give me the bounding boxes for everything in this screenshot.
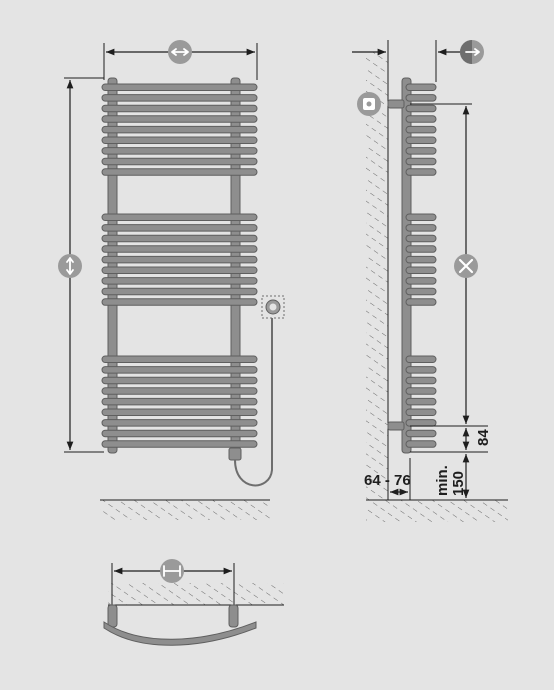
right-collector-tube	[230, 77, 241, 454]
bracket-spacing-x-icon	[454, 254, 478, 278]
lower-wall-bracket	[387, 421, 405, 431]
width-arrows-icon	[168, 40, 192, 64]
right-mount-post	[228, 604, 239, 628]
horizontal-bar	[101, 245, 258, 253]
power-socket-icon	[261, 295, 285, 319]
horizontal-bar	[101, 366, 258, 374]
horizontal-bar	[101, 136, 258, 144]
horizontal-bar	[101, 277, 258, 285]
side-fin	[405, 168, 437, 176]
side-fin	[405, 147, 437, 155]
horizontal-bar	[101, 287, 258, 296]
side-fin	[405, 355, 437, 363]
side-fin	[405, 104, 437, 113]
side-fin	[405, 298, 437, 306]
wall-clearance-label: 64 - 76	[364, 472, 411, 489]
side-fin	[405, 213, 437, 221]
side-fin	[405, 115, 437, 123]
side-fin	[405, 440, 437, 448]
side-fin	[405, 255, 437, 264]
side-fin	[405, 387, 437, 395]
side-fin	[405, 287, 437, 296]
left-mount-post	[107, 604, 118, 628]
horizontal-bar	[101, 355, 258, 363]
height-arrows-icon	[58, 254, 82, 278]
side-fin	[405, 376, 437, 385]
horizontal-bar	[101, 440, 258, 448]
top-wall-hatch	[108, 583, 284, 605]
side-fin	[405, 277, 437, 285]
horizontal-bar	[101, 94, 258, 102]
curved-radiator-profile	[103, 621, 257, 646]
power-cable	[234, 318, 273, 487]
mount-spacing-icon	[160, 559, 184, 583]
side-collector-tube	[401, 77, 412, 454]
side-fin	[405, 125, 437, 134]
heating-element-head	[228, 447, 242, 461]
side-fin	[405, 419, 437, 427]
side-fin	[405, 136, 437, 144]
front-floor-hatch	[100, 500, 270, 520]
horizontal-bar	[101, 234, 258, 243]
horizontal-bar	[101, 419, 258, 427]
side-fin	[405, 224, 437, 232]
horizontal-bar	[101, 104, 258, 113]
horizontal-bar	[101, 224, 258, 232]
floor-clearance-value: 150	[450, 471, 467, 496]
horizontal-bar	[101, 266, 258, 274]
side-fin	[405, 83, 437, 91]
horizontal-bar	[101, 429, 258, 438]
wall-hatch	[366, 52, 388, 500]
depth-arrow-icon	[460, 40, 484, 64]
side-fin	[405, 408, 437, 416]
upper-wall-bracket	[387, 99, 405, 109]
horizontal-bar	[101, 168, 258, 176]
horizontal-bar	[101, 376, 258, 385]
wall-bracket-icon	[357, 92, 381, 116]
side-fin	[405, 266, 437, 274]
side-fin	[405, 234, 437, 243]
side-fin	[405, 397, 437, 406]
horizontal-bar	[101, 255, 258, 264]
horizontal-bar	[101, 147, 258, 155]
horizontal-bar	[101, 408, 258, 416]
lower-offset-label: 84	[475, 429, 492, 446]
side-floor-hatch	[366, 500, 508, 522]
side-fin	[405, 429, 437, 438]
side-fin	[405, 157, 437, 166]
side-fin	[405, 245, 437, 253]
horizontal-bar	[101, 83, 258, 91]
side-fin	[405, 94, 437, 102]
side-fins	[405, 83, 437, 448]
horizontal-bar	[101, 157, 258, 166]
horizontal-bar	[101, 387, 258, 395]
floor-clearance-prefix: min.	[434, 465, 451, 496]
top-view	[103, 559, 284, 646]
horizontal-bar	[101, 125, 258, 134]
horizontal-bar	[101, 115, 258, 123]
horizontal-bar	[101, 298, 258, 306]
side-view: 84 min. 150 64 - 76	[352, 40, 508, 522]
left-collector-tube	[107, 77, 118, 454]
side-fin	[405, 366, 437, 374]
horizontal-bar	[101, 213, 258, 221]
horizontal-bar	[101, 397, 258, 406]
front-bars	[101, 83, 258, 448]
front-view	[58, 40, 285, 520]
